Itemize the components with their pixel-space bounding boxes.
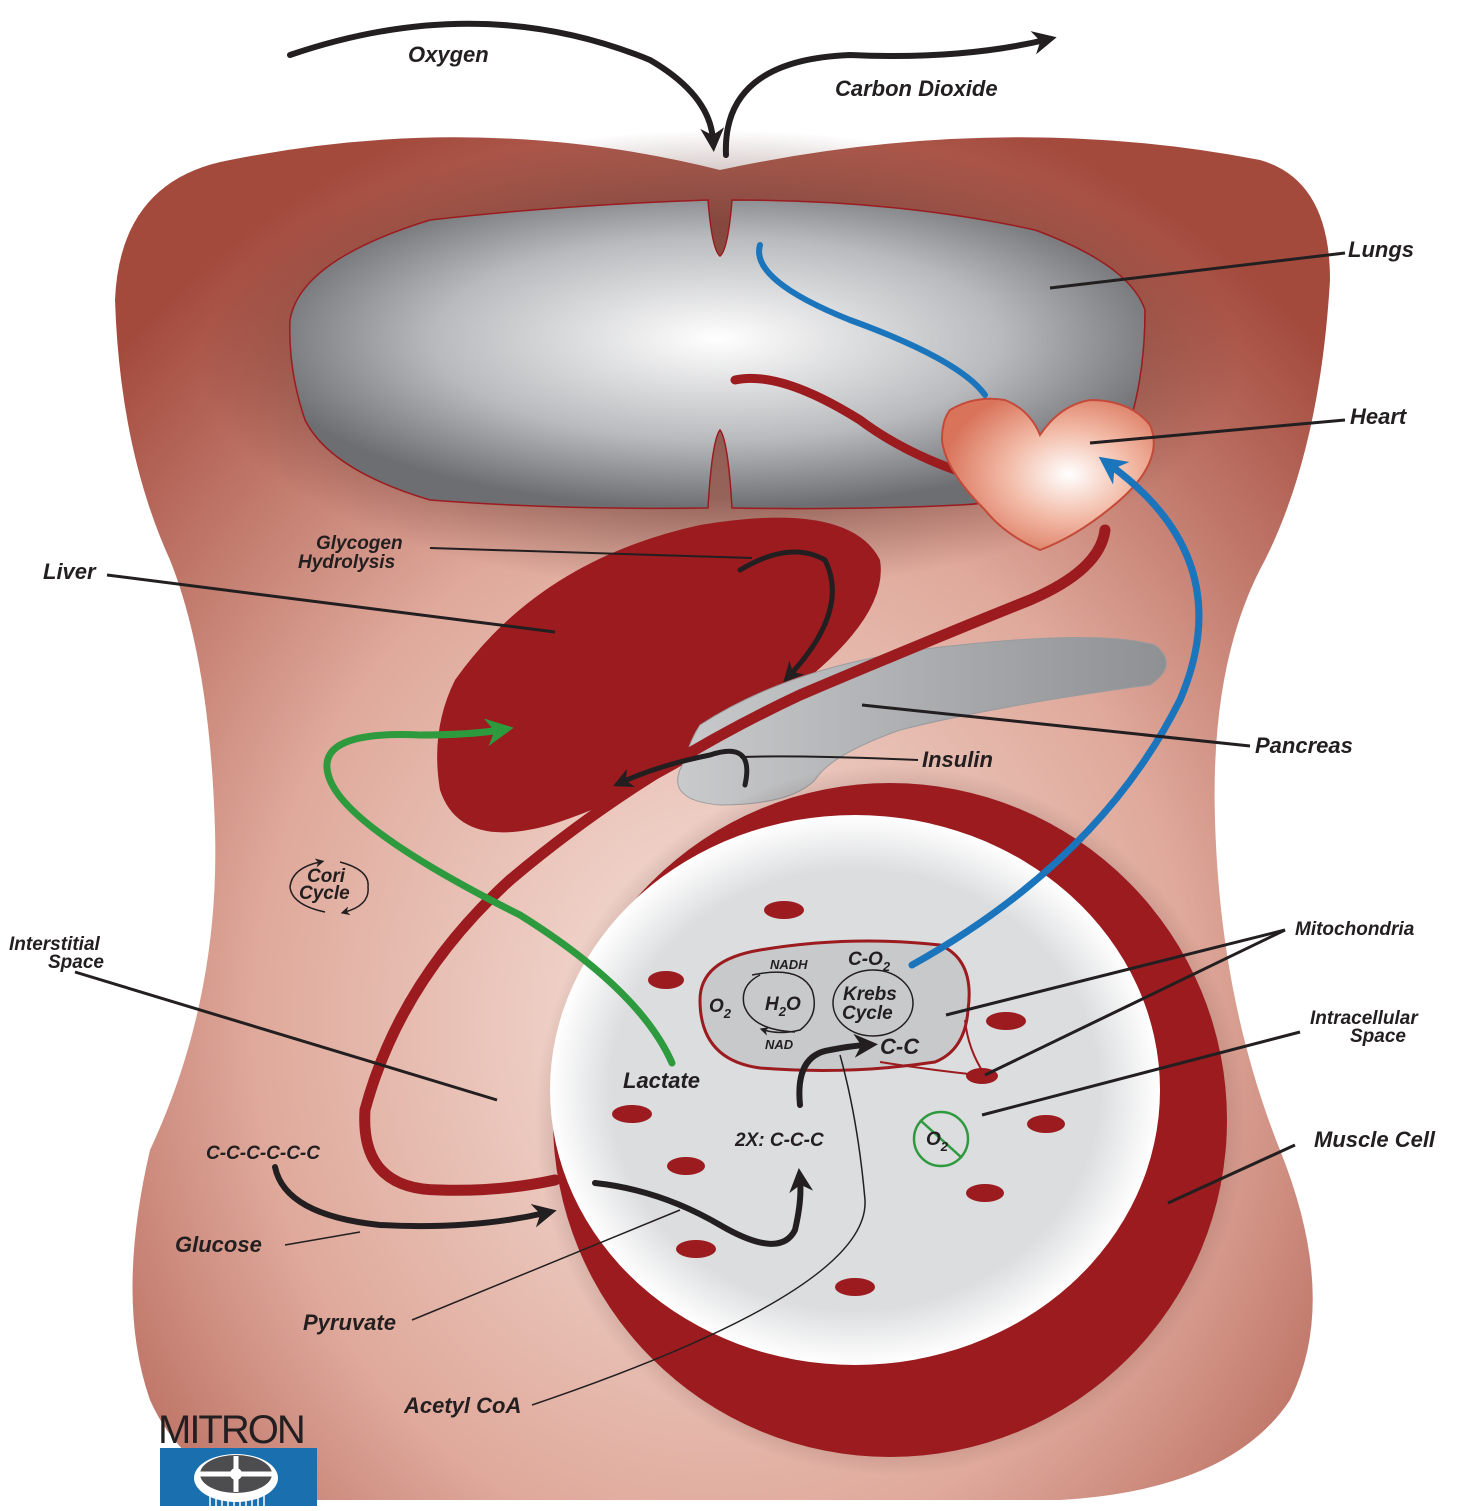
oxygen-arrow <box>290 24 713 140</box>
label-nadh: NADH <box>770 957 808 972</box>
label-muscle-cell: Muscle Cell <box>1314 1127 1436 1152</box>
label-oxygen: Oxygen <box>408 42 489 67</box>
label-glucose: Glucose <box>175 1232 262 1257</box>
label-cycle: Cycle <box>299 883 350 904</box>
label-lactate: Lactate <box>623 1068 700 1093</box>
label-space: Space <box>48 952 104 973</box>
label-heart: Heart <box>1350 404 1408 429</box>
label-glucose-chain: C-C-C-C-C-C <box>206 1143 320 1164</box>
logo-text: MITRON <box>158 1408 304 1452</box>
label-hydrolysis: Hydrolysis <box>298 552 395 573</box>
label-pancreas: Pancreas <box>1255 733 1353 758</box>
label-liver: Liver <box>43 559 97 584</box>
label-insulin: Insulin <box>922 747 993 772</box>
label-pyruvate-chain: 2X: C-C-C <box>734 1130 824 1151</box>
label-krebs-cycle: Cycle <box>842 1003 893 1024</box>
label-glycogen: Glycogen <box>316 533 403 554</box>
label-mitochondria: Mitochondria <box>1295 919 1415 940</box>
label-carbon-dioxide: Carbon Dioxide <box>835 76 998 101</box>
label-lungs: Lungs <box>1348 237 1414 262</box>
label-pyruvate: Pyruvate <box>303 1310 396 1335</box>
label-acetyl-chain: C-C <box>880 1034 920 1059</box>
label-nad: NAD <box>765 1037 794 1052</box>
mitron-logo: MITRON <box>158 1408 317 1506</box>
label-intracellular-space: Space <box>1350 1026 1406 1047</box>
label-acetyl-coa: Acetyl CoA <box>403 1393 521 1418</box>
label-krebs: Krebs <box>843 984 897 1005</box>
